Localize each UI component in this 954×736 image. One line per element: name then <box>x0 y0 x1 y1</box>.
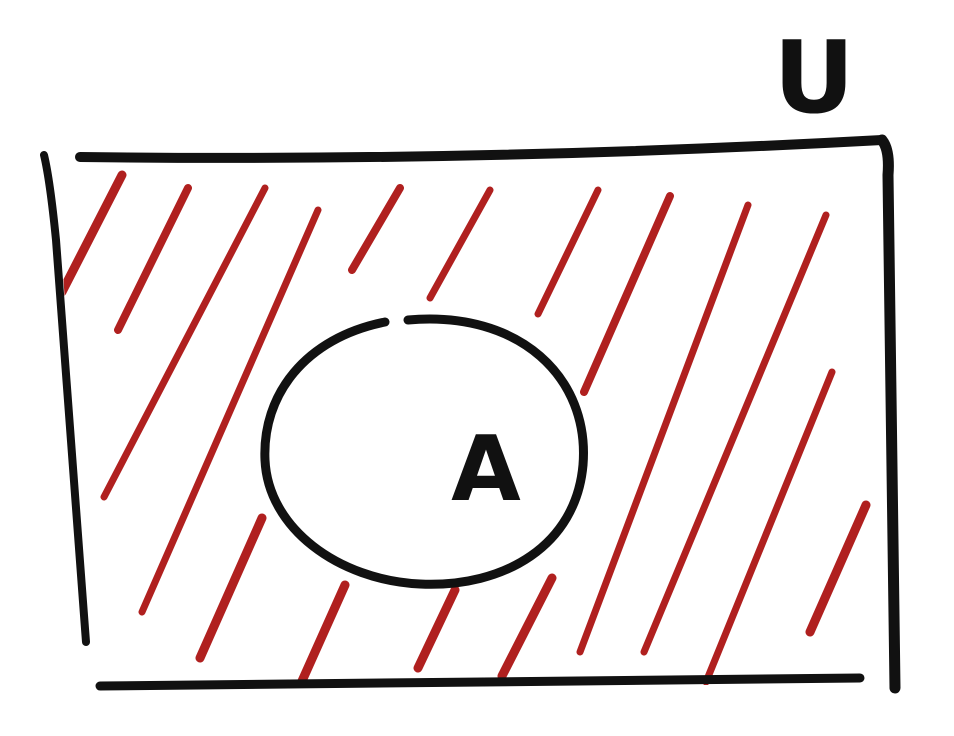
hatch-stroke <box>100 184 269 501</box>
universe-right-edge <box>876 134 901 694</box>
set-a-label: A <box>451 417 521 522</box>
universe-label: U <box>773 19 854 136</box>
set-a-outline <box>260 314 588 589</box>
universe-bottom-edge <box>95 673 865 691</box>
hatch-stroke <box>497 573 557 681</box>
hatch-stroke <box>640 211 830 656</box>
hatch-stroke <box>413 585 460 673</box>
hatch-stroke <box>702 368 836 685</box>
hatch-stroke <box>195 513 267 663</box>
hatch-stroke <box>138 206 322 616</box>
universe-rectangle <box>40 134 901 694</box>
universe-top-edge <box>75 135 887 163</box>
hatch-stroke <box>805 500 871 637</box>
universe-left-edge <box>40 151 90 646</box>
hatch-stroke <box>57 170 127 297</box>
hatch-stroke <box>576 201 752 656</box>
set-a-circle <box>260 314 588 589</box>
hatch-stroke <box>293 580 350 685</box>
hatch-stroke <box>580 192 674 396</box>
hatch-stroke <box>348 184 404 274</box>
hatch-stroke <box>114 184 192 334</box>
hatch-stroke <box>426 186 494 302</box>
hatch-stroke <box>534 186 602 318</box>
hatch-shading <box>57 170 871 685</box>
